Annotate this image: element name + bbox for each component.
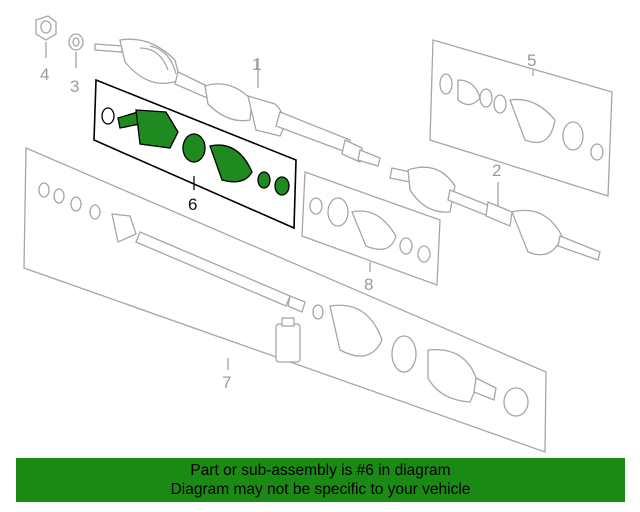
part-7-shaft-assembly-panel[interactable] (23, 147, 547, 453)
exploded-parts-diagram: 4 3 1 (23, 15, 613, 453)
callout-8[interactable]: 8 (364, 275, 373, 294)
callout-4[interactable]: 4 (40, 65, 49, 84)
callout-2[interactable]: 2 (492, 161, 501, 180)
banner-line-1: Part or sub-assembly is #6 in diagram (190, 462, 451, 479)
part-3-washer[interactable] (68, 33, 84, 51)
banner-line-2: Diagram may not be specific to your vehi… (170, 481, 471, 498)
callout-7[interactable]: 7 (222, 373, 231, 392)
part-2-drive-shaft[interactable] (389, 166, 601, 261)
diagram-notice-banner: Part or sub-assembly is #6 in diagram Di… (16, 458, 625, 502)
part-6-cv-joint-kit[interactable] (93, 78, 297, 230)
part-4-nut[interactable] (35, 15, 57, 41)
callout-5[interactable]: 5 (527, 51, 536, 70)
callout-6[interactable]: 6 (188, 195, 197, 214)
callout-3[interactable]: 3 (70, 77, 79, 96)
part-8-boot-kit-panel[interactable] (301, 171, 441, 286)
callout-1[interactable]: 1 (252, 55, 261, 74)
part-5-boot-kit-panel[interactable] (429, 39, 613, 197)
part-1-drive-shaft[interactable] (94, 38, 381, 167)
